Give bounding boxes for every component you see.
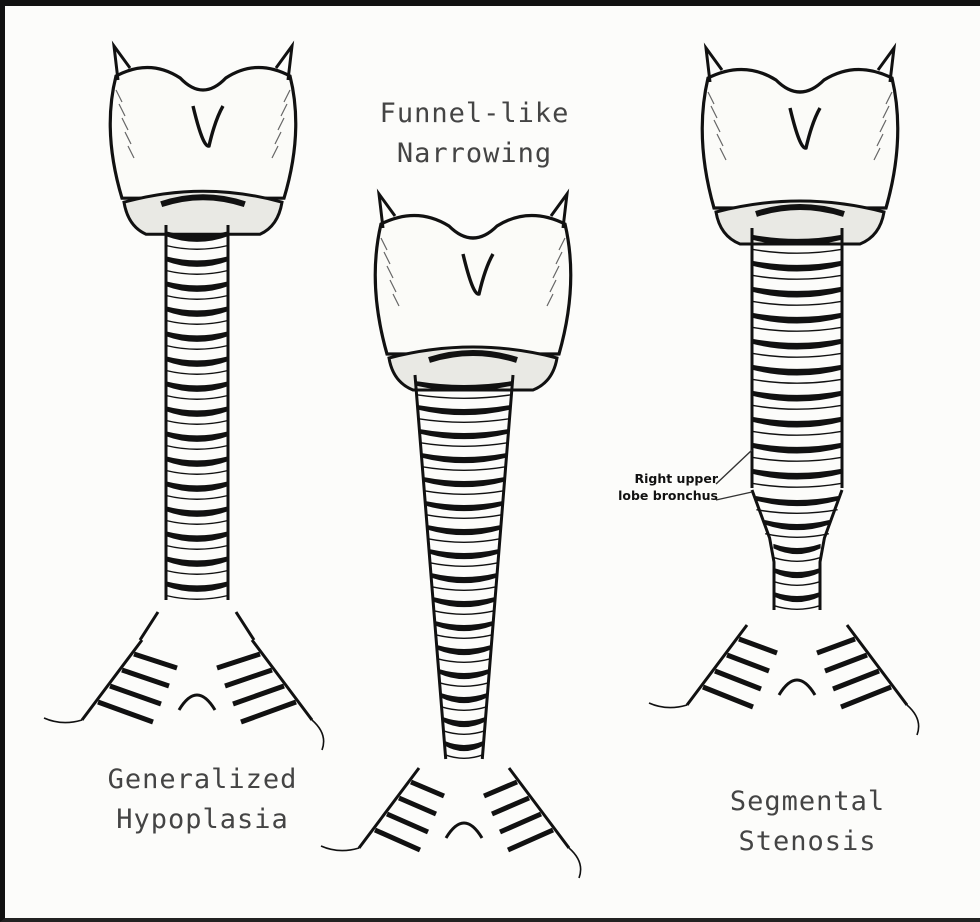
bronchi-middle xyxy=(321,768,581,878)
label-funnel-like-narrowing: Funnel-like Narrowing xyxy=(362,94,587,174)
bronchi-left xyxy=(44,640,324,750)
label-bronchus-line1: Right upper xyxy=(558,470,718,487)
larynx-middle xyxy=(375,194,571,390)
rings-right-upper xyxy=(752,228,842,488)
bronchus-pointer-2 xyxy=(716,492,752,500)
bronchus-pointer-1 xyxy=(716,450,752,484)
bronchi-right xyxy=(649,625,919,735)
label-generalized-hypoplasia: Generalized Hypoplasia xyxy=(90,760,315,840)
label-funnel-line1: Funnel-like xyxy=(362,94,587,134)
label-right-upper-lobe-bronchus: Right upper lobe bronchus xyxy=(558,470,718,504)
label-funnel-line2: Narrowing xyxy=(362,134,587,174)
larynx-left xyxy=(110,46,296,234)
trachea-generalized-hypoplasia xyxy=(44,46,324,750)
trachea-funnel-like-narrowing xyxy=(321,194,581,878)
label-segmental-line1: Segmental xyxy=(695,782,920,822)
rings-left xyxy=(166,225,228,600)
label-generalized-line2: Hypoplasia xyxy=(90,800,315,840)
label-segmental-stenosis: Segmental Stenosis xyxy=(695,782,920,862)
carina-flare-left xyxy=(140,612,254,640)
larynx-right xyxy=(702,48,898,244)
rings-middle xyxy=(415,375,513,759)
label-segmental-line2: Stenosis xyxy=(695,822,920,862)
trachea-segmental-stenosis xyxy=(649,48,919,735)
label-bronchus-line2: lobe bronchus xyxy=(558,487,718,504)
rings-right-stenotic xyxy=(752,490,842,610)
label-generalized-line1: Generalized xyxy=(90,760,315,800)
